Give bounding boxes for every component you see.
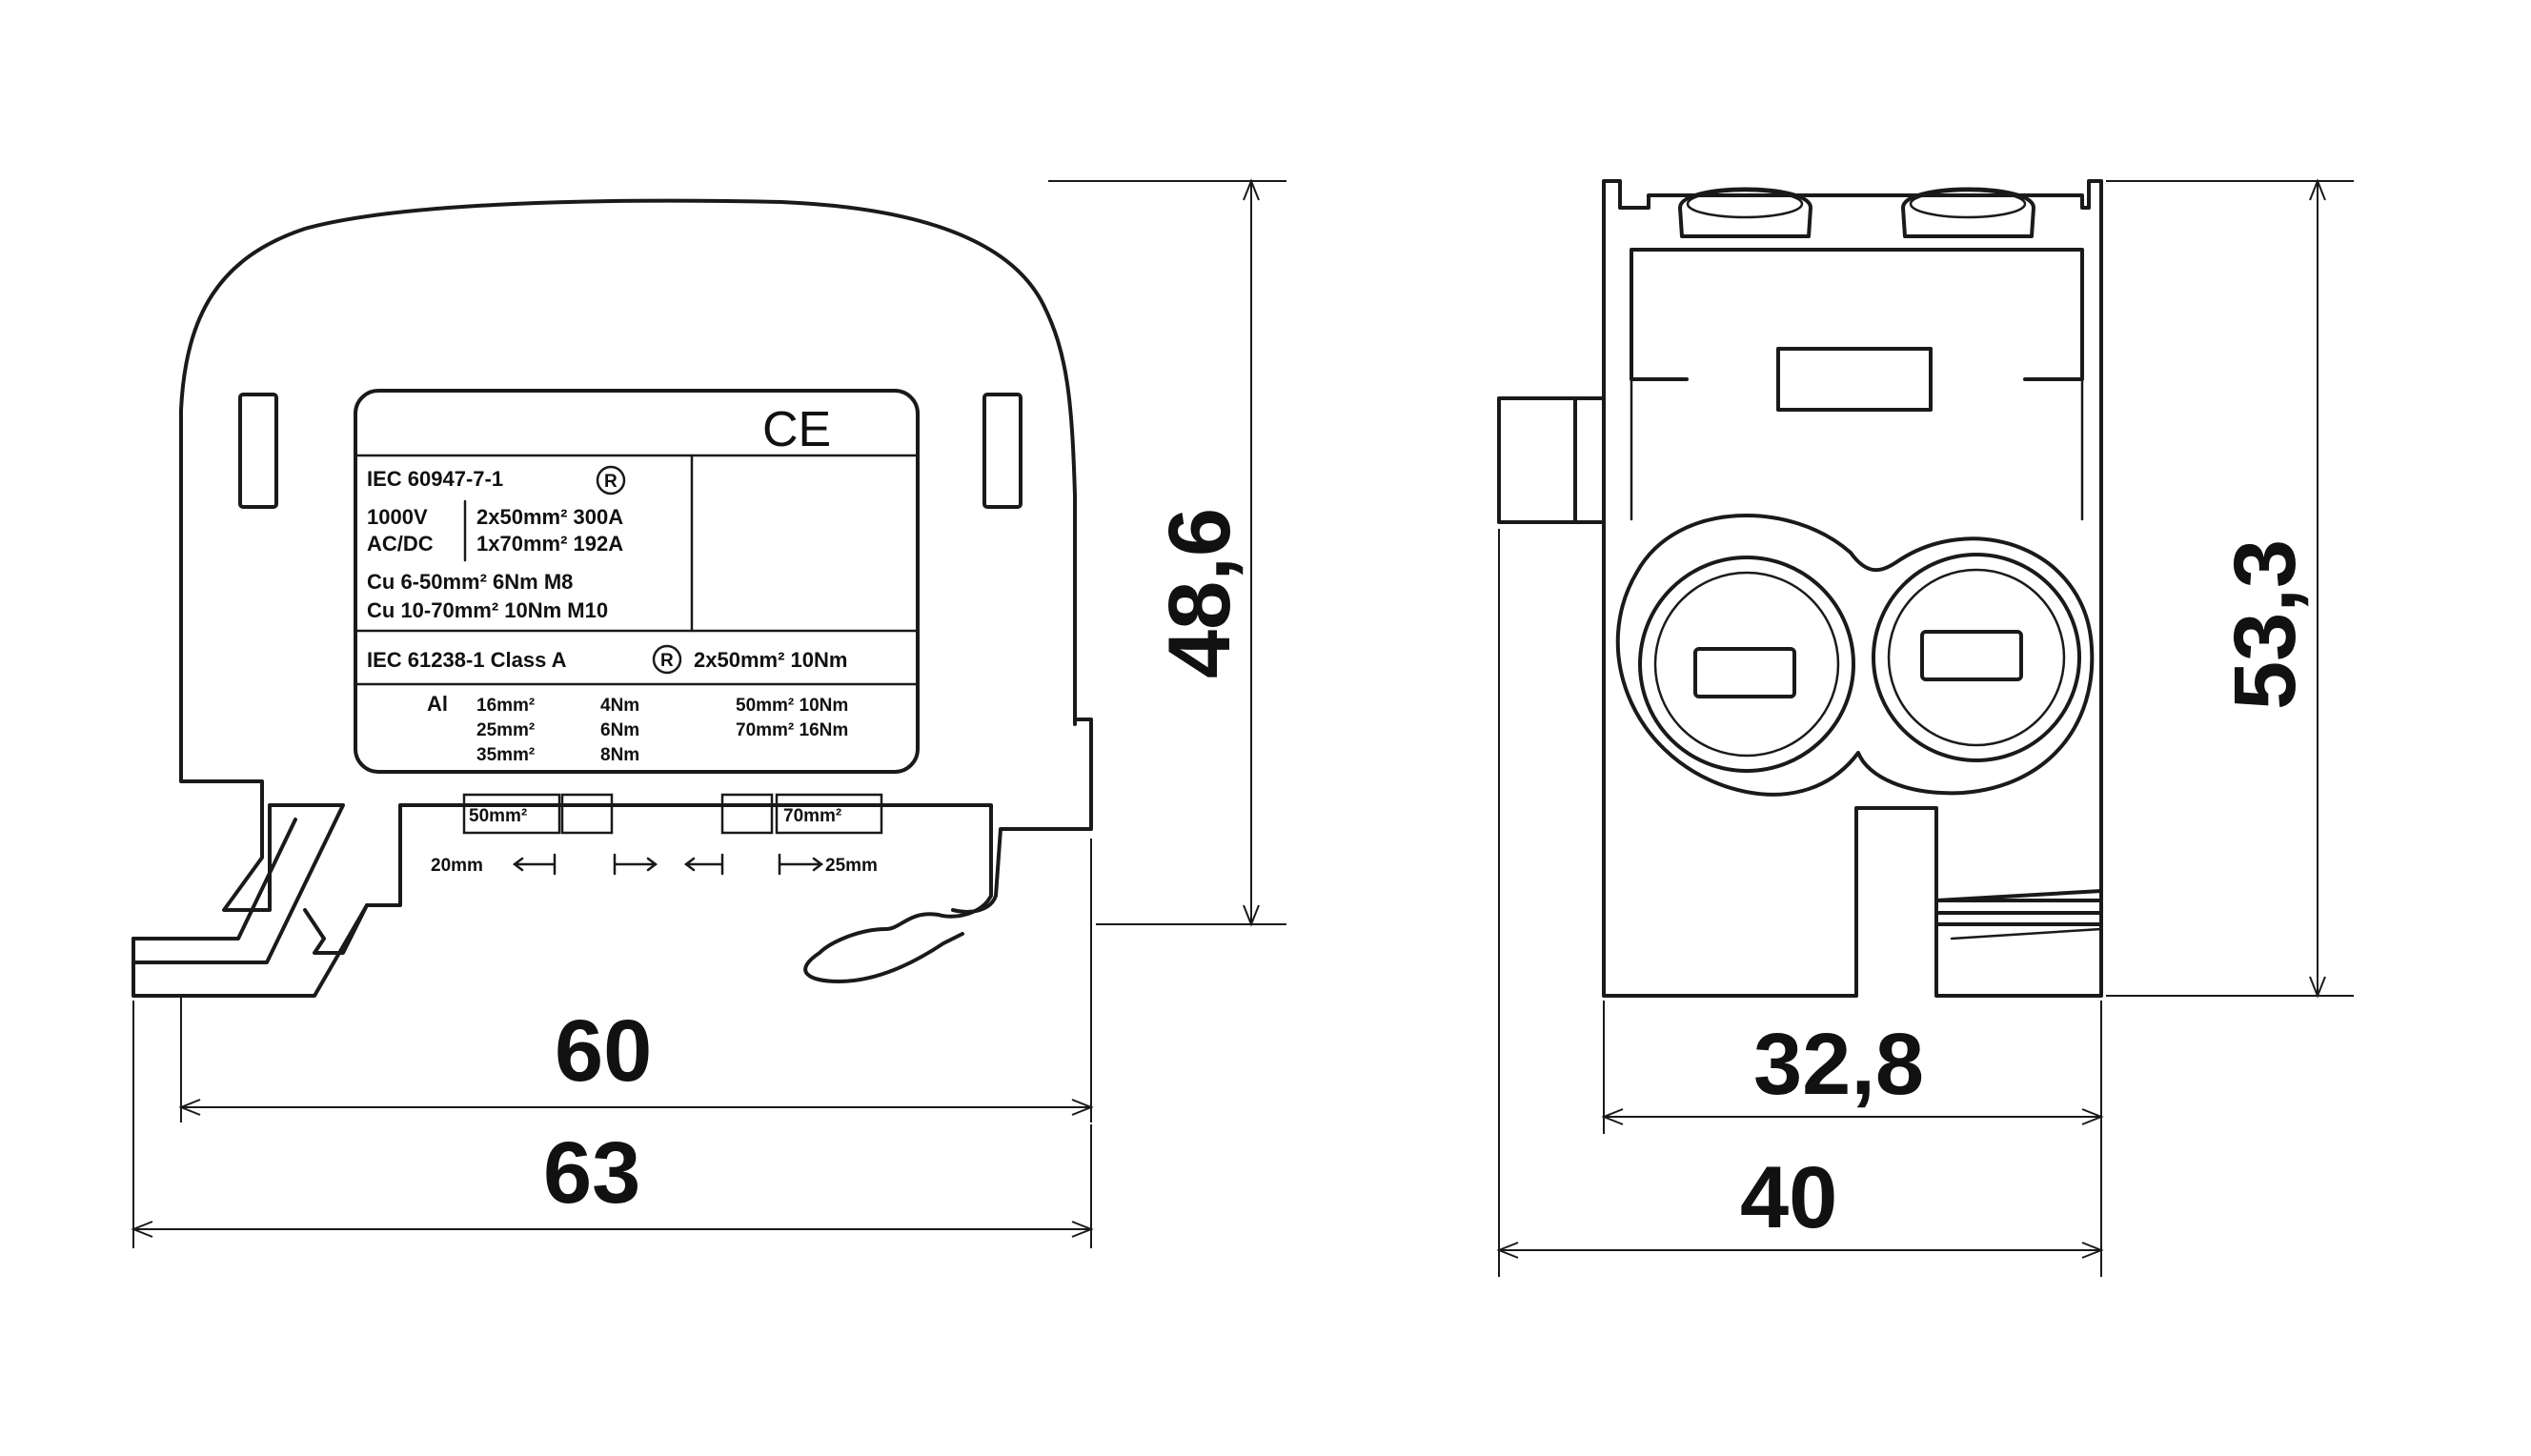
label-cu-1: Cu 6-50mm² 6Nm M8 [367,570,573,594]
clamp-right-screw [1920,630,2023,681]
front-body-outline [179,198,1077,726]
indicator-label-left: 50mm² [469,806,527,826]
strip-length-left: 20mm [431,856,483,876]
side-view [1497,179,2103,998]
approval-mark-letter: R [604,472,618,492]
label-al-1a: 16mm² [476,696,535,716]
side-window [1776,347,1933,412]
label-voltage: 1000V [367,505,428,529]
label-current-type: AC/DC [367,532,434,556]
front-right-latch [951,718,1093,914]
strip-length-right: 25mm [825,856,878,876]
label-al: Al [427,692,448,716]
indicator-window-left [560,793,614,835]
label-al-1b: 4Nm [600,696,639,716]
indicator-box-right [775,793,883,835]
label-al-2c: 70mm² 16Nm [736,720,848,740]
side-dimensions: 32,8 40 53,3 [1496,178,2354,1277]
clamp-left-ring [1638,556,1855,773]
label-standard-2: IEC 61238-1 Class A [367,648,567,672]
clamp-outline [1615,513,2095,797]
dim-53-3-text: 53,3 [2217,539,2314,710]
label-rating-1: 2x50mm² 300A [476,505,623,529]
side-upper-panel [1630,248,2084,381]
label-plate [354,389,920,774]
label-al-1c: 50mm² 10Nm [736,696,848,716]
label-al-3a: 35mm² [476,745,535,765]
screw-top-right [1901,187,2035,238]
side-rail-detail [1934,889,2103,926]
indicator-window-right [720,793,774,835]
dim-48-6-text: 48,6 [1151,508,1248,678]
label-standard-1: IEC 60947-7-1 [367,467,503,491]
front-din-foot [132,803,993,998]
front-left-latch [179,675,305,912]
strip-arrow-4 [778,853,824,876]
strip-arrow-2 [613,853,658,876]
dim-32-8-text: 32,8 [1753,1016,1924,1113]
indicator-label-right: 70mm² [783,806,841,826]
label-al-3b: 8Nm [600,745,639,765]
front-slot-left [238,393,278,509]
dim-60-text: 60 [555,1002,652,1100]
front-view: CE IEC 60947-7-1 R 1000V AC/DC 2x50mm² 3… [132,198,1093,998]
approval-mark-icon [596,465,626,495]
dim-63-text: 63 [543,1124,640,1222]
front-din-rail-step [303,903,369,955]
ce-mark: CE [762,402,831,457]
strip-arrow-3 [683,853,724,876]
label-rating-2: 1x70mm² 192A [476,532,623,556]
front-slot-right [982,393,1023,509]
label-standard-2-rating: 2x50mm² 10Nm [694,648,847,672]
side-din-tab [1497,396,1606,524]
side-outline [1602,179,2103,998]
clamp-left-screw [1693,647,1796,698]
front-left-spring [132,803,345,964]
approval-mark-letter-2: R [660,651,674,671]
label-al-2a: 25mm² [476,720,535,740]
label-al-2b: 6Nm [600,720,639,740]
dim-40-text: 40 [1740,1149,1837,1246]
indicator-box-left [462,793,561,835]
label-cu-2: Cu 10-70mm² 10Nm M10 [367,598,608,622]
strip-arrow-1 [512,853,557,876]
approval-mark-icon-2 [652,644,682,675]
screw-top-left [1678,187,1812,238]
front-dimensions: 60 63 48,6 [131,178,1286,1248]
clamp-right-ring [1872,553,2081,762]
